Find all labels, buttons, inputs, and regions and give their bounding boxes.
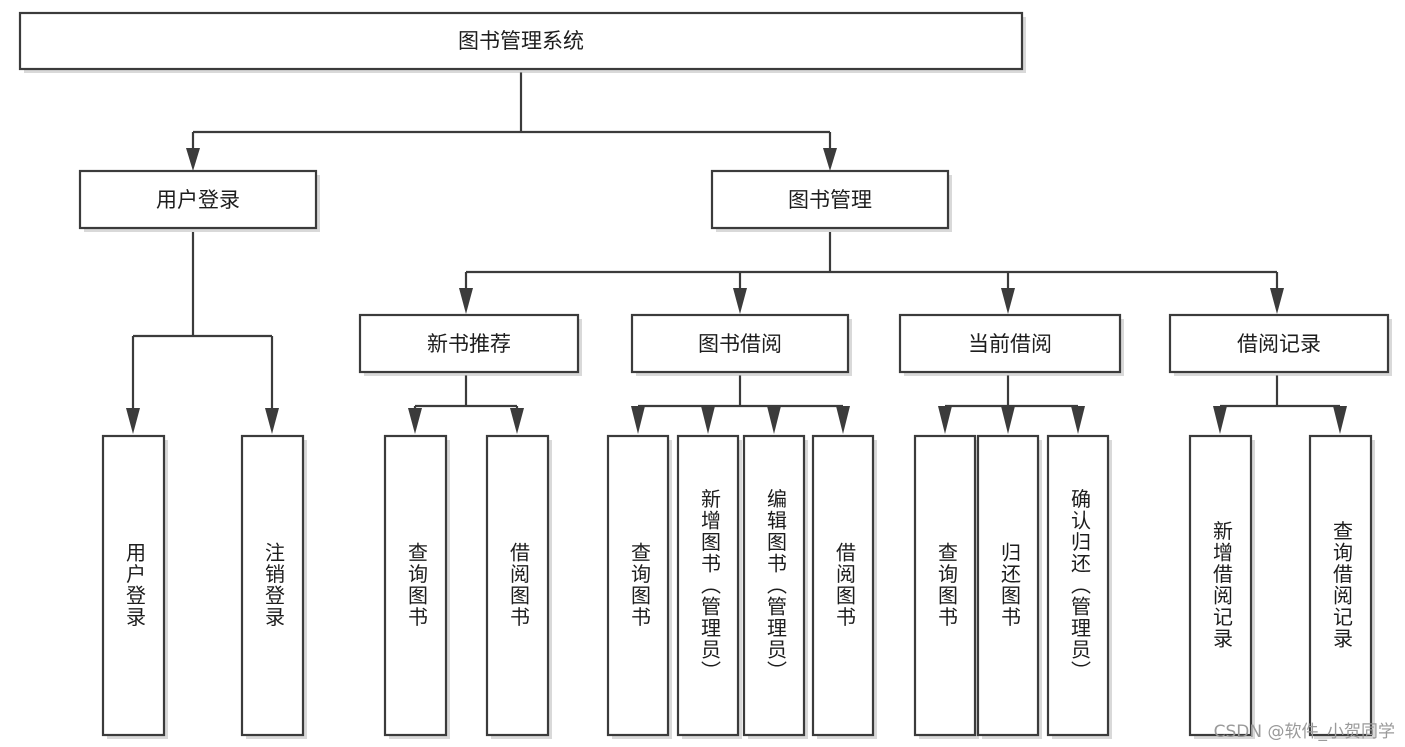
book-borrow-label: 图书借阅: [698, 332, 782, 356]
arrow-bookborrow-leaf-4: [836, 406, 850, 434]
node-new-book-recommend[interactable]: 新书推荐: [358, 313, 582, 376]
user-login-box[interactable]: [78, 169, 318, 230]
leaf-query-book-2-label: 查询图书: [628, 542, 652, 628]
arrow-userlogin-leaf-1: [126, 408, 140, 434]
leaf-add-record-box[interactable]: [1188, 434, 1253, 737]
leaf-user-login-box[interactable]: [101, 434, 166, 737]
current-borrow-box[interactable]: [898, 313, 1122, 374]
current-borrow-label: 当前借阅: [968, 332, 1052, 356]
leaf-add-book[interactable]: 新增图书（管理员）: [676, 434, 742, 739]
leaf-borrow-book-1-box[interactable]: [485, 434, 550, 737]
leaf-add-record[interactable]: 新增借阅记录: [1188, 434, 1255, 739]
leaf-user-login[interactable]: 用户登录: [101, 434, 168, 739]
leaf-logout-login-label: 注销登录: [262, 542, 286, 628]
leaf-confirm-return-label: 确认归还（管理员）: [1068, 488, 1092, 682]
leaf-add-record-label: 新增借阅记录: [1210, 520, 1234, 649]
leaf-query-record-box[interactable]: [1308, 434, 1373, 737]
new-book-recommend-label: 新书推荐: [427, 332, 511, 356]
leaf-query-book-2-box[interactable]: [606, 434, 670, 737]
root-label: 图书管理系统: [458, 29, 584, 53]
user-login-label: 用户登录: [156, 188, 240, 212]
leaf-query-book-3-box[interactable]: [913, 434, 977, 737]
leaf-confirm-return[interactable]: 确认归还（管理员）: [1046, 434, 1112, 739]
connector-layer: [126, 72, 1347, 434]
borrow-record-label: 借阅记录: [1237, 332, 1321, 356]
arrow-borrowrecord-leaf-2: [1333, 406, 1347, 434]
book-manage-box[interactable]: [710, 169, 950, 230]
leaf-logout-login-box[interactable]: [240, 434, 305, 737]
arrow-borrowrecord-leaf-1: [1213, 406, 1227, 434]
leaf-query-book-3[interactable]: 查询图书: [913, 434, 979, 739]
leaf-query-book-1-box[interactable]: [383, 434, 448, 737]
leaf-edit-book-box[interactable]: [742, 434, 806, 737]
leaf-query-record-label: 查询借阅记录: [1330, 520, 1354, 649]
arrow-currentborrow-leaf-1: [938, 406, 952, 434]
node-book-manage[interactable]: 图书管理: [710, 169, 952, 232]
arrow-userlogin-leaf-2: [265, 408, 279, 434]
arrow-currentborrow-leaf-3: [1071, 406, 1085, 434]
node-user-login[interactable]: 用户登录: [78, 169, 320, 232]
leaf-edit-book[interactable]: 编辑图书（管理员）: [742, 434, 808, 739]
leaf-query-record[interactable]: 查询借阅记录: [1308, 434, 1375, 739]
node-book-borrow[interactable]: 图书借阅: [630, 313, 852, 376]
node-root[interactable]: 图书管理系统: [18, 11, 1026, 73]
csdn-watermark: CSDN @软件_小贺同学: [1213, 722, 1395, 742]
node-borrow-record[interactable]: 借阅记录: [1168, 313, 1392, 376]
leaf-add-book-box[interactable]: [676, 434, 740, 737]
arrow-bm-to-bookborrow: [733, 288, 747, 314]
new-book-recommend-box[interactable]: [358, 313, 580, 374]
arrow-newbook-leaf-1: [408, 408, 422, 434]
leaf-borrow-book-2-box[interactable]: [811, 434, 875, 737]
leaf-borrow-book-2[interactable]: 借阅图书: [811, 434, 877, 739]
arrow-root-to-book-manage: [823, 148, 837, 171]
arrow-bookborrow-leaf-1: [631, 406, 645, 434]
arrow-root-to-user-login: [186, 148, 200, 171]
book-manage-label: 图书管理: [788, 188, 872, 212]
leaf-user-login-label: 用户登录: [123, 542, 147, 628]
borrow-record-box[interactable]: [1168, 313, 1390, 374]
root-box[interactable]: [18, 11, 1024, 71]
arrow-newbook-leaf-2: [510, 408, 524, 434]
arrow-bm-to-currentborrow: [1001, 288, 1015, 314]
arrow-bookborrow-leaf-3: [767, 406, 781, 434]
arrow-bm-to-newbook: [459, 288, 473, 314]
node-current-borrow[interactable]: 当前借阅: [898, 313, 1124, 376]
arrow-currentborrow-leaf-2: [1001, 406, 1015, 434]
leaf-borrow-book-2-label: 借阅图书: [833, 542, 857, 628]
leaf-borrow-book-1[interactable]: 借阅图书: [485, 434, 552, 739]
leaf-edit-book-label: 编辑图书（管理员）: [764, 488, 788, 682]
leaf-query-book-2[interactable]: 查询图书: [606, 434, 672, 739]
leaf-return-book-box[interactable]: [976, 434, 1040, 737]
arrow-bookborrow-leaf-2: [701, 406, 715, 434]
leaf-return-book-label: 归还图书: [998, 542, 1022, 628]
leaf-logout-login[interactable]: 注销登录: [240, 434, 307, 739]
leaf-query-book-1-label: 查询图书: [405, 542, 429, 628]
leaf-borrow-book-1-label: 借阅图书: [507, 542, 531, 628]
leaf-return-book[interactable]: 归还图书: [976, 434, 1042, 739]
leaf-add-book-label: 新增图书（管理员）: [698, 488, 722, 682]
leaf-query-book-3-label: 查询图书: [935, 542, 959, 628]
book-borrow-box[interactable]: [630, 313, 850, 374]
leaf-query-book-1[interactable]: 查询图书: [383, 434, 450, 739]
leaf-confirm-return-box[interactable]: [1046, 434, 1110, 737]
arrow-bm-to-borrowrecord: [1270, 288, 1284, 314]
